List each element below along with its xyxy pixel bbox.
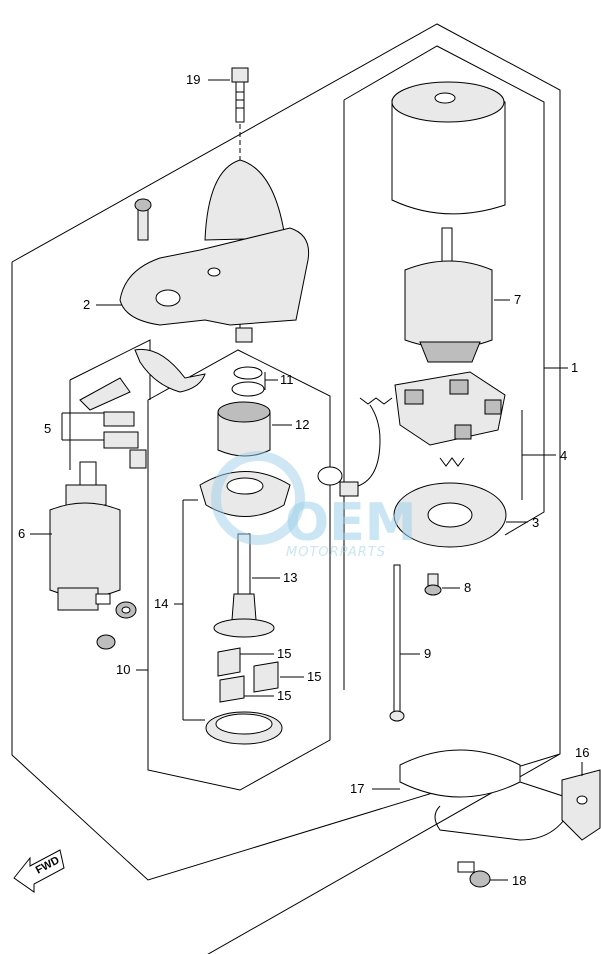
brush-holder-4 bbox=[359, 371, 506, 467]
end-plate-3 bbox=[393, 482, 507, 548]
callout-16: 16 bbox=[575, 745, 589, 760]
armature-7 bbox=[404, 227, 493, 363]
screw-8 bbox=[424, 573, 442, 596]
bracket-16 bbox=[561, 769, 601, 841]
callout-13: 13 bbox=[283, 570, 297, 585]
fwd-arrow-icon bbox=[13, 849, 65, 893]
bushing bbox=[235, 327, 253, 343]
callout-18: 18 bbox=[512, 873, 526, 888]
bolt-19 bbox=[231, 67, 249, 123]
solenoid-group-boundary bbox=[69, 339, 151, 470]
callout-10: 10 bbox=[116, 662, 130, 677]
pinion-12 bbox=[217, 401, 271, 457]
brush-lead bbox=[317, 404, 381, 497]
callout-17: 17 bbox=[350, 781, 364, 796]
callout-5: 5 bbox=[44, 421, 51, 436]
oem-motorparts-watermark: OEM MOTORPARTS bbox=[211, 451, 416, 560]
callout-6: 6 bbox=[18, 526, 25, 541]
housing-2 bbox=[119, 159, 310, 326]
callout-19: 19 bbox=[186, 72, 200, 87]
lever-5 bbox=[79, 348, 206, 469]
callout-7: 7 bbox=[514, 292, 521, 307]
callout-15-a: 15 bbox=[277, 646, 291, 661]
callout-15-b: 15 bbox=[307, 669, 321, 684]
bolt-18 bbox=[457, 861, 491, 888]
callout-12: 12 bbox=[295, 417, 309, 432]
callout-11: 11 bbox=[280, 372, 294, 387]
callout-2: 2 bbox=[83, 297, 90, 312]
watermark-sub: MOTORPARTS bbox=[286, 545, 386, 560]
assembly-boundary bbox=[11, 23, 561, 954]
ring-11 bbox=[231, 366, 265, 397]
callout-4: 4 bbox=[560, 448, 567, 463]
callout-9: 9 bbox=[424, 646, 431, 661]
armature-group-boundary bbox=[343, 45, 545, 690]
callout-3: 3 bbox=[532, 515, 539, 530]
drive-group-boundary bbox=[147, 349, 331, 791]
callout-14: 14 bbox=[154, 596, 168, 611]
callout-8: 8 bbox=[464, 580, 471, 595]
internal-gear-ring bbox=[205, 711, 283, 745]
solenoid-6 bbox=[49, 461, 137, 650]
watermark-brand: OEM bbox=[285, 493, 416, 553]
through-bolt-9 bbox=[389, 564, 405, 722]
shaft-13 bbox=[213, 533, 275, 638]
callout-1: 1 bbox=[571, 360, 578, 375]
callout-15-c: 15 bbox=[277, 688, 291, 703]
planet-gears-15 bbox=[217, 647, 279, 703]
yoke-1 bbox=[391, 81, 506, 215]
